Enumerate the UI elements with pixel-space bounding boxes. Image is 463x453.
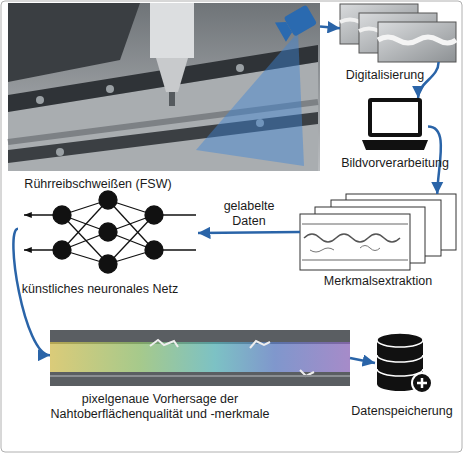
camera-beam <box>196 32 304 166</box>
photo-background <box>8 3 320 171</box>
node-caption: künstliches neuronales Netz <box>0 282 200 297</box>
flash-marks <box>150 340 314 376</box>
db-ring <box>377 355 423 376</box>
feature-trace <box>304 234 400 242</box>
illustration-node: künstliches neuronales Netz <box>18 190 198 276</box>
illustration-node: Rührreibschweißen (FSW) <box>8 3 320 171</box>
illustration-node: Merkmalsextraktion <box>300 194 456 270</box>
illustration-node: pixelgenaue Vorhersage der Nahtoberfläch… <box>50 330 350 386</box>
bolt <box>36 96 44 104</box>
fsw-photo <box>8 3 320 171</box>
sheet-line <box>302 260 408 261</box>
weld-background <box>50 330 350 386</box>
database-icon <box>377 333 432 393</box>
node-caption: pixelgenaue Vorhersage der Nahtoberfläch… <box>45 392 275 422</box>
node-caption: Rührreibschweißen (FSW) <box>8 177 188 192</box>
prediction-image <box>50 330 350 386</box>
laptop-base <box>362 140 428 150</box>
camera-lens <box>275 18 295 42</box>
sheet-line <box>302 224 408 225</box>
neuron <box>145 241 163 259</box>
node-caption: Datenspeicherung <box>345 404 459 419</box>
node-caption: Merkmalsextraktion <box>300 274 456 289</box>
spindle <box>150 3 194 58</box>
neuron <box>145 206 163 224</box>
neuron <box>53 241 71 259</box>
edge-label: gelabelte Daten <box>213 199 285 229</box>
plus-badge <box>412 373 432 393</box>
laptop-display <box>372 102 418 133</box>
bolt <box>236 64 244 72</box>
neuron <box>99 255 117 273</box>
node-caption: Digitalisierung <box>330 68 440 83</box>
neuron <box>99 223 117 241</box>
prediction-overlay <box>50 342 350 372</box>
neuron <box>53 206 71 224</box>
bolt <box>56 148 64 156</box>
nn-link <box>62 200 108 250</box>
weld-trace <box>378 37 456 43</box>
tool-holder <box>156 58 188 92</box>
laptop-icon <box>362 98 428 150</box>
flow-arrow <box>350 358 375 363</box>
illustration-node: Digitalisierung <box>340 4 456 62</box>
illustration-node: Bildvorverarbeitung <box>362 98 428 150</box>
image-stack <box>340 4 456 62</box>
flow-arrow <box>198 232 300 233</box>
image-sheet <box>378 22 456 62</box>
nn-link <box>108 200 154 250</box>
db-top <box>377 333 423 347</box>
laptop-screen <box>368 98 422 137</box>
bolt <box>106 85 114 93</box>
neuron <box>99 191 117 209</box>
camera-icon <box>275 5 317 42</box>
feature-sheets <box>300 194 456 270</box>
seam-edge <box>50 375 350 377</box>
illustration-node: Datenspeicherung <box>375 334 429 392</box>
node-caption: Bildvorverarbeitung <box>332 156 458 171</box>
machine-block <box>8 3 140 82</box>
feature-trace <box>310 246 380 253</box>
neural-network <box>24 191 196 273</box>
plus-sign <box>417 378 427 388</box>
tool-pin <box>169 92 175 106</box>
feature-sheet <box>300 214 410 270</box>
flow-arrow <box>320 27 340 29</box>
